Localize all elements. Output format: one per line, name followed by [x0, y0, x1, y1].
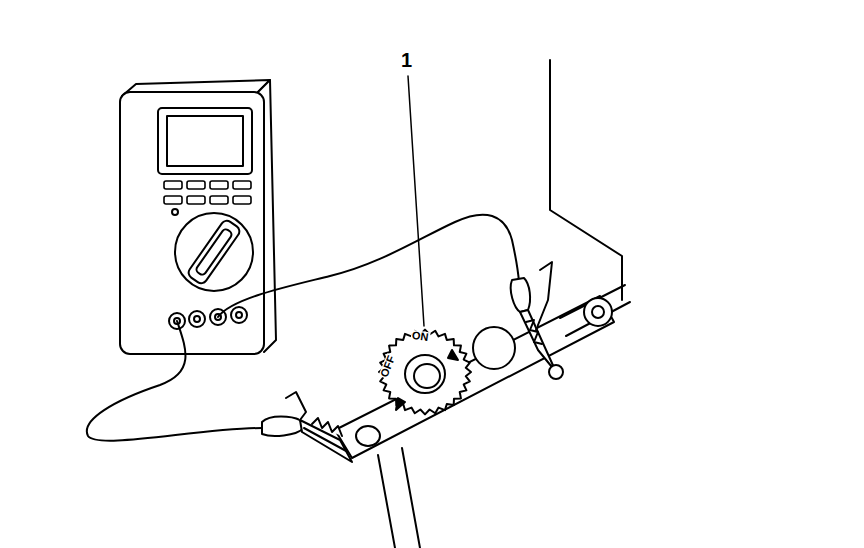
dial-pointer [186, 218, 241, 285]
valve-bracket [335, 296, 614, 458]
fuel-pipe [560, 285, 630, 336]
knob-rim [379, 330, 471, 415]
knob-center [414, 364, 440, 388]
pipe-end [584, 298, 612, 326]
housing-edge [550, 60, 622, 300]
selector-dial [175, 213, 253, 291]
multimeter-body [120, 92, 264, 354]
leader-line [408, 76, 424, 326]
display-frame [158, 108, 252, 174]
arrow-head [448, 350, 458, 360]
switch-position: OFF [378, 353, 397, 379]
test-lead [87, 321, 262, 441]
meter-buttons [164, 181, 251, 204]
terminal-post [356, 426, 380, 446]
display [167, 116, 243, 166]
valve-knob [379, 330, 471, 415]
pipe-end [592, 306, 604, 318]
dial-pointer [195, 228, 233, 276]
arrow-head [396, 398, 405, 410]
knob-cap [405, 355, 445, 393]
alligator-clip [262, 392, 352, 462]
callout-number: 1 [400, 50, 413, 70]
input-jacks [169, 307, 247, 329]
lower-pipe [378, 448, 420, 548]
indicator [172, 209, 178, 215]
test-lead [218, 215, 519, 317]
sender-body [473, 327, 515, 369]
switch-position: ON [410, 329, 430, 342]
alligator-clip [511, 262, 563, 379]
